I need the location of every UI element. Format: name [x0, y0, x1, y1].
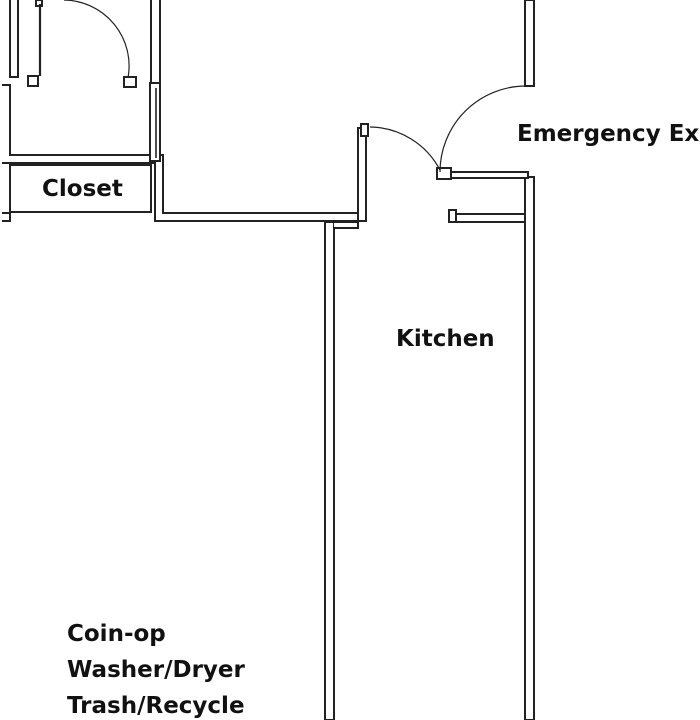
closet-wall-base [2, 212, 11, 222]
exit-landing-post [448, 209, 457, 223]
emergency-exit-swing [439, 85, 527, 173]
kitchen-wall-right [524, 176, 535, 720]
kitchen-door-swing [369, 126, 441, 171]
closet-wall-outer [2, 84, 361, 222]
laundry-label-line-2: Washer/Dryer [67, 657, 245, 683]
bathroom-door-swing [63, 0, 130, 79]
laundry-label-line-3: Trash/Recycle [67, 693, 245, 719]
bathroom-wall-right [150, 0, 161, 84]
kitchen-door-hinge [360, 123, 369, 137]
closet-box [9, 164, 152, 213]
closet-label: Closet [42, 176, 123, 202]
kitchen-wall-left-stub [334, 221, 359, 229]
bathroom-door-jamb-right [123, 76, 137, 88]
exit-hinge [436, 167, 452, 180]
laundry-label-line-1: Coin-op [67, 621, 166, 647]
kitchen-door-post [357, 127, 367, 222]
exit-wall-upper [524, 0, 535, 87]
kitchen-label: Kitchen [396, 326, 495, 352]
exit-landing-wall [451, 213, 526, 223]
closet-door-post [149, 82, 161, 162]
bathroom-wall-left [9, 0, 19, 78]
bathroom-door-jamb-left [27, 75, 39, 87]
kitchen-wall-left-outer [324, 221, 335, 720]
laundry-label: Coin-op Washer/Dryer Trash/Recycle [67, 616, 245, 720]
emergency-exit-label: Emergency Exit [517, 121, 700, 147]
